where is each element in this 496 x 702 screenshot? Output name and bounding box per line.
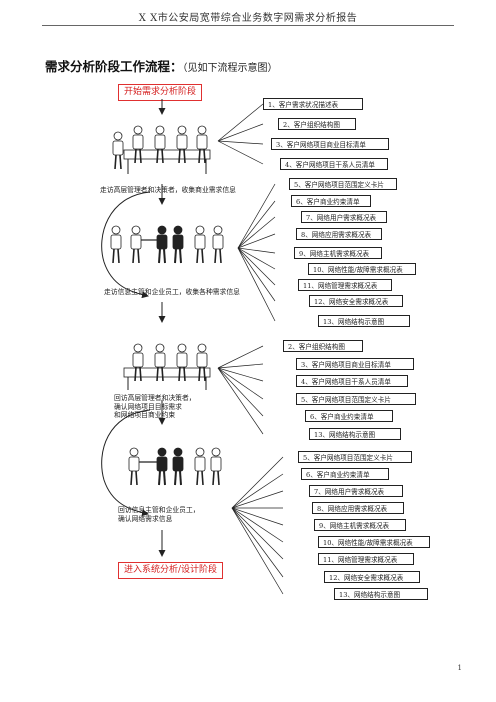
caption-group-4: 回访信息主管和企业员工， 确认网络需求信息 <box>118 506 200 523</box>
deliverable-box: 8、网络应用需求概况表 <box>312 502 404 514</box>
end-stage-box: 进入系统分析/设计阶段 <box>118 562 224 579</box>
deliverable-box: 8、网络应用需求概况表 <box>296 228 382 240</box>
caption-line: 确认网络项目目标需求 <box>114 402 182 411</box>
section-title: 需求分析阶段工作流程：（见如下流程示意图） <box>45 56 278 75</box>
deliverable-box: 6、客户商业约束清单 <box>301 468 389 480</box>
handshake-scene-2 <box>128 447 222 486</box>
meeting-scene-2 <box>123 343 211 390</box>
section-title-bold: 需求分析阶段工作流程： <box>45 59 183 74</box>
deliverable-box: 3、客户网络项目商业目标清单 <box>271 138 389 150</box>
deliverable-box: 7、网络用户需求概况表 <box>301 211 387 223</box>
deliverable-box: 7、网络用户需求概况表 <box>309 485 403 497</box>
caption-line: 确认网络需求信息 <box>118 514 173 523</box>
caption-group-3: 回访高层管理者和决策者， 确认网络项目目标需求 和网络项目商业约束 <box>114 394 196 420</box>
deliverable-box: 2、客户组织结构图 <box>283 340 363 352</box>
caption-line: 回访信息主管和企业员工， <box>118 506 200 514</box>
caption-group-1: 走访高层管理者和决策者，收集商业需求信息 <box>100 186 236 195</box>
caption-line: 走访高层管理者和决策者，收集商业需求信息 <box>100 186 236 194</box>
deliverable-box: 10、网络性能/故障需求概况表 <box>308 263 416 275</box>
deliverable-box: 11、网络管理需求概况表 <box>298 279 392 291</box>
section-title-note: （见如下流程示意图） <box>182 63 278 74</box>
fan-lines-1 <box>217 103 264 165</box>
deliverable-box: 13、网络结构示意图 <box>309 428 401 440</box>
caption-line: 回访高层管理者和决策者， <box>114 394 196 402</box>
deliverable-box: 6、客户商业约束清单 <box>305 410 393 422</box>
deliverable-box: 5、客户网络项目范围定义卡片 <box>289 178 397 190</box>
handshake-scene-1 <box>110 225 224 264</box>
deliverable-box: 2、客户组织结构图 <box>278 118 356 130</box>
deliverable-box: 4、客户网络项目干系人员清单 <box>280 158 388 170</box>
deliverable-box: 12、网络安全需求概况表 <box>324 571 420 583</box>
deliverable-box: 9、网络主机需求概况表 <box>294 247 382 259</box>
deliverable-box: 13、网络结构示意图 <box>334 588 428 600</box>
deliverable-box: 12、网络安全需求概况表 <box>309 295 403 307</box>
page-number: 1 <box>457 664 462 672</box>
deliverable-box: 10、网络性能/故障需求概况表 <box>318 536 430 548</box>
fan-lines-4 <box>231 456 284 595</box>
caption-line: 走访信息主管和企业员工，收集各种需求信息 <box>104 288 240 296</box>
deliverable-box: 1、客户需求状况描述表 <box>263 98 363 110</box>
deliverable-box: 3、客户网络项目商业目标清单 <box>296 358 414 370</box>
deliverable-box: 13、网络结构示意图 <box>318 315 410 327</box>
deliverable-box: 11、网络管理需求概况表 <box>318 553 414 565</box>
deliverable-box: 4、客户网络项目干系人员清单 <box>296 375 408 387</box>
loop-arrow-2 <box>101 409 151 517</box>
meeting-scene-1 <box>112 125 211 174</box>
fan-lines-3 <box>217 345 264 435</box>
caption-line: 和网络项目商业约束 <box>114 411 176 420</box>
fan-lines-2 <box>237 183 276 322</box>
start-stage-box: 开始需求分析阶段 <box>118 84 203 101</box>
deliverable-box: 9、网络主机需求概况表 <box>314 519 406 531</box>
page-header: X X市公安局宽带综合业务数字网需求分析报告 <box>138 13 358 24</box>
loop-arrow-1 <box>101 191 151 299</box>
header-rule <box>42 25 454 26</box>
deliverable-box: 6、客户商业约束清单 <box>291 195 371 207</box>
deliverable-box: 5、客户网络项目范围定义卡片 <box>296 393 416 405</box>
deliverable-box: 5、客户网络项目范围定义卡片 <box>298 451 412 463</box>
caption-group-2: 走访信息主管和企业员工，收集各种需求信息 <box>104 288 240 297</box>
